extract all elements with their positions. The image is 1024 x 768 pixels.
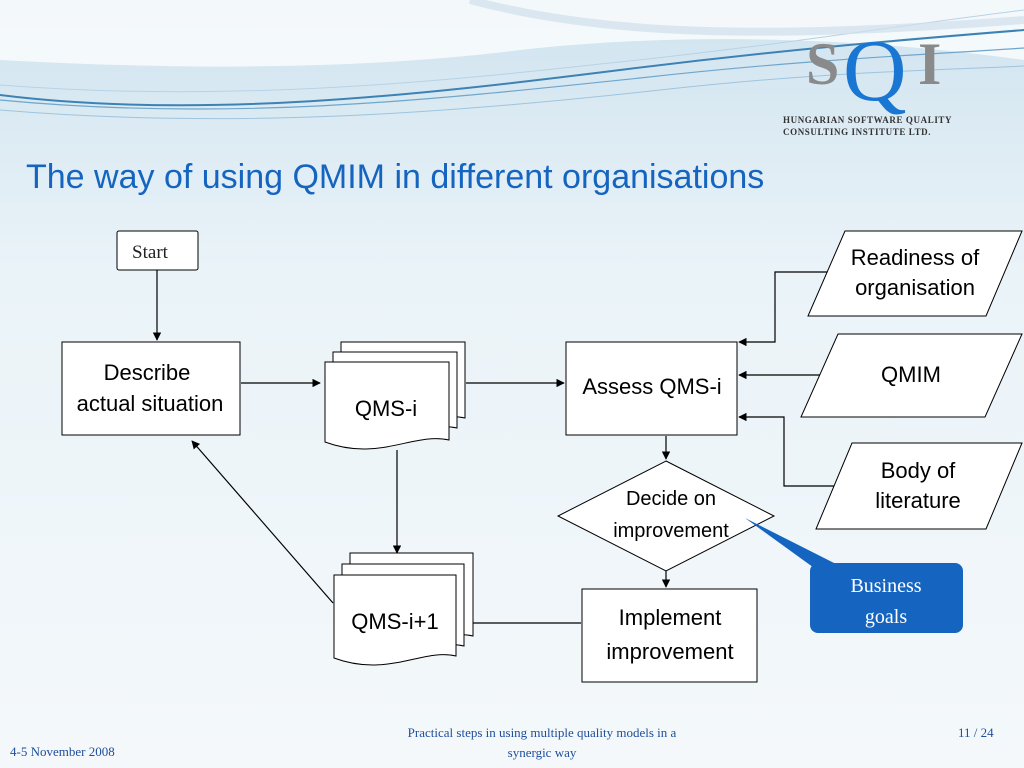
readiness-label-line1: Readiness of <box>851 245 980 270</box>
logo-letter-q: Q <box>843 23 907 120</box>
assess-box <box>565 341 738 436</box>
business-goals-callout <box>810 563 963 633</box>
implement-label-line1: Implement <box>619 605 722 630</box>
logo-letter-i: I <box>918 31 941 97</box>
logo-tagline-line2: CONSULTING INSTITUTE LTD. <box>783 127 932 137</box>
implement-label-line2: improvement <box>606 639 733 664</box>
qms-i1-document-stack <box>333 552 474 666</box>
describe-label-line2: actual situation <box>77 391 224 416</box>
literature-label-line2: literature <box>875 488 961 513</box>
qmim-label: QMIM <box>881 362 941 387</box>
qmim-input <box>800 333 1023 418</box>
footer-page-number: 11 / 24 <box>958 725 994 740</box>
arrow-readiness-to-assess <box>738 271 847 347</box>
logo-letter-s: S <box>806 31 839 97</box>
literature-label-line1: Body of <box>881 458 956 483</box>
logo-tagline-line1: HUNGARIAN SOFTWARE QUALITY <box>783 115 953 125</box>
qms-i-label: QMS-i <box>355 396 417 421</box>
implement-box <box>581 588 758 683</box>
assess-label: Assess QMS-i <box>582 374 721 399</box>
footer-center-line1: Practical steps in using multiple qualit… <box>408 725 677 740</box>
qms-i-document-stack <box>324 341 466 450</box>
qms-i1-label: QMS-i+1 <box>351 609 438 634</box>
header-swoosh-decoration <box>0 0 1024 120</box>
arrow-literature-to-assess <box>738 412 842 487</box>
decide-label-line2: improvement <box>613 520 729 542</box>
describe-label-line1: Describe <box>104 360 191 385</box>
decide-label-line1: Decide on <box>626 488 716 510</box>
literature-input <box>815 442 1023 530</box>
business-goals-callout-pointer <box>745 518 840 578</box>
business-goals-line1: Business <box>850 575 921 597</box>
describe-box <box>61 341 241 436</box>
readiness-input <box>807 230 1023 317</box>
arrow-qmsi1-to-describe <box>191 440 334 604</box>
business-goals-line2: goals <box>865 606 907 628</box>
readiness-label-line2: organisation <box>855 275 975 300</box>
footer-center-line2: synergic way <box>508 745 577 760</box>
start-label: Start <box>132 242 169 263</box>
footer-date: 4-5 November 2008 <box>10 744 115 759</box>
page-title: The way of using QMIM in different organ… <box>26 158 765 196</box>
